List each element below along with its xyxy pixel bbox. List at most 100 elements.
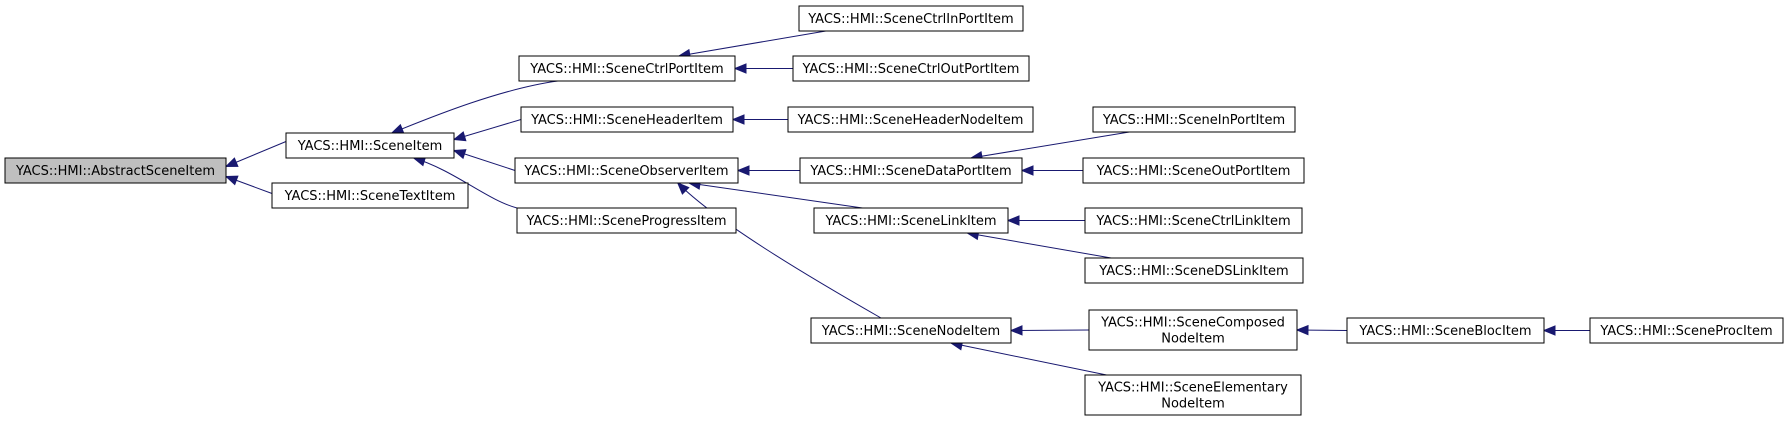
class-node-label: YACS::HMI::SceneLinkItem	[824, 214, 996, 229]
class-node-label: YACS::HMI::SceneProgressItem	[526, 214, 727, 229]
class-node-box	[271, 182, 469, 209]
class-node-label: YACS::HMI::AbstractSceneItem	[15, 164, 215, 179]
inheritance-edge-headernode-to-header	[731, 114, 788, 125]
class-node-box	[813, 207, 1009, 234]
class-node-box	[1088, 309, 1298, 351]
arrowhead-icon	[224, 157, 239, 168]
class-node-label: YACS::HMI::SceneNodeItem	[821, 324, 1000, 339]
class-node-label: YACS::HMI::SceneObserverItem	[523, 164, 728, 179]
arrowhead-icon	[733, 63, 747, 74]
class-node-box	[1084, 257, 1304, 284]
arrowhead-icon	[1009, 325, 1023, 336]
inheritance-edge-textitem-to-abstract	[224, 175, 273, 194]
edge-line	[950, 342, 1107, 376]
arrowhead-icon	[1006, 215, 1020, 226]
edge-line	[677, 182, 882, 319]
class-node-yacs-hmi-sceneprocitem[interactable]: YACS::HMI::SceneProcItem	[1589, 317, 1784, 344]
class-node-yacs-hmi-sceneblocitem[interactable]: YACS::HMI::SceneBlocItem	[1346, 317, 1545, 344]
inheritance-edge-dslink-to-link	[965, 229, 1112, 259]
arrowhead-icon	[676, 182, 690, 195]
class-node-yacs-hmi-sceneprogressitem[interactable]: YACS::HMI::SceneProgressItem	[516, 207, 737, 234]
class-node-label: YACS::HMI::SceneCtrlLinkItem	[1095, 214, 1290, 229]
nodes-layer: YACS::HMI::AbstractSceneItemYACS::HMI::S…	[4, 5, 1784, 416]
class-node-label: YACS::HMI::SceneComposed	[1100, 316, 1285, 331]
class-node-label: NodeItem	[1161, 332, 1225, 347]
class-node-label: YACS::HMI::SceneCtrlPortItem	[529, 62, 723, 77]
class-node-box	[1084, 207, 1303, 234]
class-node-label: YACS::HMI::SceneElementary	[1097, 381, 1288, 396]
class-node-label: YACS::HMI::SceneOutPortItem	[1096, 164, 1291, 179]
inheritance-edge-proc-to-bloc	[1542, 325, 1590, 336]
inheritance-edge-node-to-observer	[676, 182, 882, 319]
class-node-box	[1346, 317, 1545, 344]
class-node-yacs-hmi-scenectrlportitem[interactable]: YACS::HMI::SceneCtrlPortItem	[518, 55, 736, 82]
class-node-box	[799, 157, 1023, 184]
inheritance-edge-dataport-to-observer	[736, 165, 800, 176]
class-node-yacs-hmi-sceneinportitem[interactable]: YACS::HMI::SceneInPortItem	[1092, 106, 1296, 133]
class-node-box	[1589, 317, 1784, 344]
inheritance-edge-progress-to-sceneitem	[412, 156, 518, 209]
class-node-label: YACS::HMI::SceneHeaderItem	[530, 113, 723, 128]
class-node-label: YACS::HMI::SceneItem	[297, 139, 443, 154]
class-node-label: YACS::HMI::SceneCtrlOutPortItem	[802, 62, 1020, 77]
arrowhead-icon	[1295, 324, 1309, 336]
edges-layer	[224, 30, 1590, 376]
class-node-label: NodeItem	[1161, 397, 1225, 412]
arrowhead-icon	[736, 165, 750, 176]
edge-line	[453, 119, 522, 140]
inheritance-edge-observer-to-sceneitem	[452, 149, 516, 171]
class-node-label: YACS::HMI::SceneDSLinkItem	[1098, 264, 1288, 279]
inheritance-edge-link-to-observer	[687, 179, 863, 209]
class-node-yacs-hmi-sceneheaderitem[interactable]: YACS::HMI::SceneHeaderItem	[520, 106, 734, 133]
class-node-yacs-hmi-sceneoutportitem[interactable]: YACS::HMI::SceneOutPortItem	[1082, 157, 1305, 184]
class-node-yacs-hmi-scenectrllinkitem[interactable]: YACS::HMI::SceneCtrlLinkItem	[1084, 207, 1303, 234]
class-node-box	[518, 55, 736, 82]
class-node-box	[1084, 374, 1302, 416]
inheritance-edge-composed-to-node	[1009, 325, 1090, 336]
class-node-label: YACS::HMI::SceneInPortItem	[1102, 113, 1285, 128]
edge-line	[391, 80, 558, 134]
class-node-box	[514, 157, 739, 184]
edge-line	[678, 30, 826, 57]
arrowhead-icon	[1020, 165, 1034, 176]
inheritance-edge-ctrlin-to-ctrlport	[677, 30, 826, 60]
arrowhead-icon	[452, 149, 467, 160]
arrowhead-icon	[224, 175, 239, 186]
class-node-yacs-hmi-scenenodeitem[interactable]: YACS::HMI::SceneNodeItem	[810, 317, 1012, 344]
arrowhead-icon	[1542, 325, 1556, 336]
class-node-label: YACS::HMI::SceneDataPortItem	[809, 164, 1011, 179]
class-node-yacs-hmi-scenectrlinportitem[interactable]: YACS::HMI::SceneCtrlInPortItem	[798, 5, 1024, 32]
inheritance-edge-sceneitem-to-abstract	[224, 141, 287, 168]
class-node-yacs-hmi-sceneheadernodeitem[interactable]: YACS::HMI::SceneHeaderNodeItem	[787, 106, 1034, 133]
class-node-yacs-hmi-sceneobserveritem[interactable]: YACS::HMI::SceneObserverItem	[514, 157, 739, 184]
edge-line	[967, 232, 1112, 259]
arrowhead-icon	[452, 131, 467, 142]
class-node-box	[787, 106, 1034, 133]
inheritance-edge-bloc-to-composed	[1295, 324, 1348, 336]
inheritance-edge-elementary-to-node	[949, 340, 1107, 376]
class-node-yacs-hmi-sceneitem[interactable]: YACS::HMI::SceneItem	[285, 132, 455, 159]
class-node-label: YACS::HMI::SceneHeaderNodeItem	[797, 113, 1024, 128]
class-node-yacs-hmi-abstractsceneitem[interactable]: YACS::HMI::AbstractSceneItem	[4, 157, 227, 184]
class-node-label: YACS::HMI::SceneBlocItem	[1358, 324, 1531, 339]
class-node-yacs-hmi-scenelinkitem[interactable]: YACS::HMI::SceneLinkItem	[813, 207, 1009, 234]
inheritance-edge-header-to-sceneitem	[452, 119, 522, 142]
class-node-yacs-hmi-scenectrloutportitem[interactable]: YACS::HMI::SceneCtrlOutPortItem	[792, 55, 1030, 82]
edge-line	[688, 182, 863, 209]
inheritance-edge-ctrlout-to-ctrlport	[733, 63, 793, 74]
class-node-label: YACS::HMI::SceneProcItem	[1599, 324, 1772, 339]
class-node-yacs-hmi-scenedslinkitem[interactable]: YACS::HMI::SceneDSLinkItem	[1084, 257, 1304, 284]
class-node-yacs-hmi-scenetextitem[interactable]: YACS::HMI::SceneTextItem	[271, 182, 469, 209]
class-node-box	[1092, 106, 1296, 133]
class-node-box	[516, 207, 737, 234]
class-node-label: YACS::HMI::SceneCtrlInPortItem	[807, 12, 1013, 27]
edge-line	[970, 131, 1130, 159]
class-node-box	[520, 106, 734, 133]
class-node-yacs-hmi-scenedataportitem[interactable]: YACS::HMI::SceneDataPortItem	[799, 157, 1023, 184]
inheritance-edge-outport-to-dataport	[1020, 165, 1083, 176]
class-node-box	[810, 317, 1012, 344]
class-node-box	[792, 55, 1030, 82]
